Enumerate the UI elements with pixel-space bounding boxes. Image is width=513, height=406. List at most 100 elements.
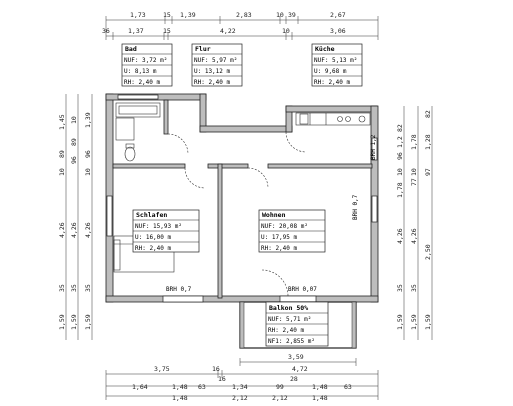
door-balkon-swing — [261, 269, 289, 297]
room-u-flur: U: 13,12 m — [194, 68, 231, 75]
dim-right3-4: 2,50 — [424, 244, 432, 260]
door-wohnen — [247, 167, 269, 189]
dim-top-2: 15 — [163, 11, 171, 19]
dim-right1-3: 96 — [396, 152, 404, 160]
dim-left3-4: 4,26 — [84, 222, 92, 238]
shower — [115, 117, 135, 141]
dim-left1-6: 1,59 — [58, 314, 66, 330]
dim-top-5: 10 — [276, 11, 284, 19]
door-swings — [167, 131, 307, 297]
stove-burner-2 — [345, 116, 351, 122]
room-u-kueche: U: 9,68 m — [314, 68, 347, 75]
dim-left2-5: 35 — [70, 284, 78, 292]
dim-right2-2: 77 — [410, 178, 418, 186]
dim-right1-2: 1,2 — [396, 136, 404, 148]
kitchen-counter — [295, 112, 371, 126]
room-nuf-kueche: NUF: 5,13 m² — [314, 57, 357, 64]
dim-top-6: 39 — [288, 11, 296, 19]
room-rh-flur: RH: 2,40 m — [194, 79, 231, 86]
room-u-wohnen: U: 17,95 m — [261, 234, 298, 241]
dimension-lines-right — [403, 106, 433, 340]
bathtub-inner — [118, 105, 158, 115]
room-nuf-wohnen: NUF: 20,08 m² — [261, 223, 308, 230]
brh-label-wohnen-right: BRH 0,7 — [352, 194, 359, 220]
room-label-schlafen: Schlafen NUF: 15,93 m² U: 16,00 m RH: 2,… — [132, 209, 200, 253]
door-kueche — [285, 131, 307, 153]
room-nuf-balkon: NUF: 5,71 m² — [268, 316, 311, 323]
room-name-wohnen: Wohnen — [262, 211, 286, 219]
sink — [358, 115, 366, 123]
toilet-tank — [125, 143, 135, 149]
dim-left3-6: 1,59 — [84, 314, 92, 330]
radiator — [113, 239, 121, 271]
dimension-lines-left — [65, 94, 93, 340]
wall-middle — [217, 163, 223, 299]
room-name-balkon: Balkon 50% — [269, 304, 308, 312]
dim-right2-1: 1,78 — [410, 134, 418, 150]
dim-right1-8: 1,59 — [396, 314, 404, 330]
dim-right3-2: 1,28 — [424, 134, 432, 150]
dim-left3-3: 10 — [84, 168, 92, 176]
dim-right2-5: 35 — [410, 284, 418, 292]
door-bad — [167, 133, 189, 155]
dim-left1-2: 89 — [58, 150, 66, 158]
dim-left1-1: 1,45 — [58, 114, 66, 130]
dim-left3-2: 96 — [84, 150, 92, 158]
door-balkon — [279, 295, 317, 303]
windows — [106, 94, 378, 303]
wall-wohnen-top-a — [207, 163, 249, 169]
dim-top-7: 2,67 — [330, 11, 346, 19]
wall-bottom — [105, 295, 379, 303]
brh-label-schlafen-bottom: BRH 0,7 — [166, 286, 192, 293]
dim-top2-1: 36 — [102, 27, 110, 35]
room-nuf-bad: NUF: 3,72 m² — [124, 57, 167, 64]
room-name-kueche: Küche — [315, 45, 335, 53]
dim-left3-1: 1,39 — [84, 112, 92, 128]
room-label-wohnen: Wohnen NUF: 20,08 m² U: 17,95 m RH: 2,40… — [258, 209, 326, 253]
dim-top2-3: 15 — [163, 27, 171, 35]
dim-bottom5-2: 2,12 — [232, 394, 248, 402]
dim-bottom5-1: 1,48 — [172, 394, 188, 402]
dim-left1-3: 10 — [58, 168, 66, 176]
dim-bottom3-2: 28 — [290, 375, 298, 383]
dimension-text-bottom: 3,59 3,75 16 4,72 16 28 1,64 1,48 63 1,3… — [132, 353, 352, 402]
dim-right3-5: 1,59 — [424, 314, 432, 330]
room-nuf-flur: NUF: 5,97 m² — [194, 57, 237, 64]
room-rh-schlafen: RH: 2,40 m — [135, 245, 172, 252]
wall-bad-right — [163, 99, 169, 135]
room-name-bad: Bad — [125, 45, 137, 53]
dim-bottom4-3: 63 — [198, 383, 206, 391]
dim-right3-3: 97 — [424, 168, 432, 176]
room-label-bad: Bad NUF: 3,72 m² U: 8,13 m RH: 2,40 m — [121, 43, 173, 87]
dim-top2-5: 10 — [282, 27, 290, 35]
dim-left2-6: 1,59 — [70, 314, 78, 330]
dimension-text-top: 1,73 15 1,39 2,83 10 39 2,67 36 1,37 15 … — [102, 11, 346, 35]
dim-left2-2: 89 — [70, 138, 78, 146]
dim-top-4: 2,83 — [236, 11, 252, 19]
dim-bottom4-7: 63 — [344, 383, 352, 391]
door-schlafen — [184, 167, 206, 189]
dim-bottom2-3: 4,72 — [292, 365, 308, 373]
dim-bottom3-1: 16 — [218, 375, 226, 383]
room-name-flur: Flur — [195, 45, 211, 53]
wall-kitchen-top — [285, 105, 378, 113]
dim-bottom2-1: 3,75 — [154, 365, 170, 373]
dim-right2-4: 4,26 — [410, 228, 418, 244]
dim-right1-1: 82 — [396, 124, 404, 132]
dim-bottom2-2: 16 — [212, 365, 220, 373]
dim-right1-5: 1,78 — [396, 182, 404, 198]
dim-bottom4-1: 1,64 — [132, 383, 148, 391]
brh-label-kueche: BRH 1,2 — [370, 134, 377, 160]
window-kueche — [371, 137, 378, 161]
room-label-balkon: Balkon 50% NUF: 5,71 m² RH: 2,40 m NF1: … — [265, 301, 329, 347]
dim-top2-4: 4,22 — [220, 27, 236, 35]
room-u-schlafen: U: 16,00 m — [135, 234, 172, 241]
dim-bottom5-3: 2,12 — [272, 394, 288, 402]
kitchen-fixtures — [295, 112, 371, 126]
balcony-wall-left — [239, 301, 245, 349]
brh-label-wohnen-bottom: BRH 0,07 — [288, 286, 317, 293]
dim-top2-2: 1,37 — [128, 27, 144, 35]
window-schlafen-left — [106, 195, 113, 237]
toilet — [124, 146, 136, 162]
